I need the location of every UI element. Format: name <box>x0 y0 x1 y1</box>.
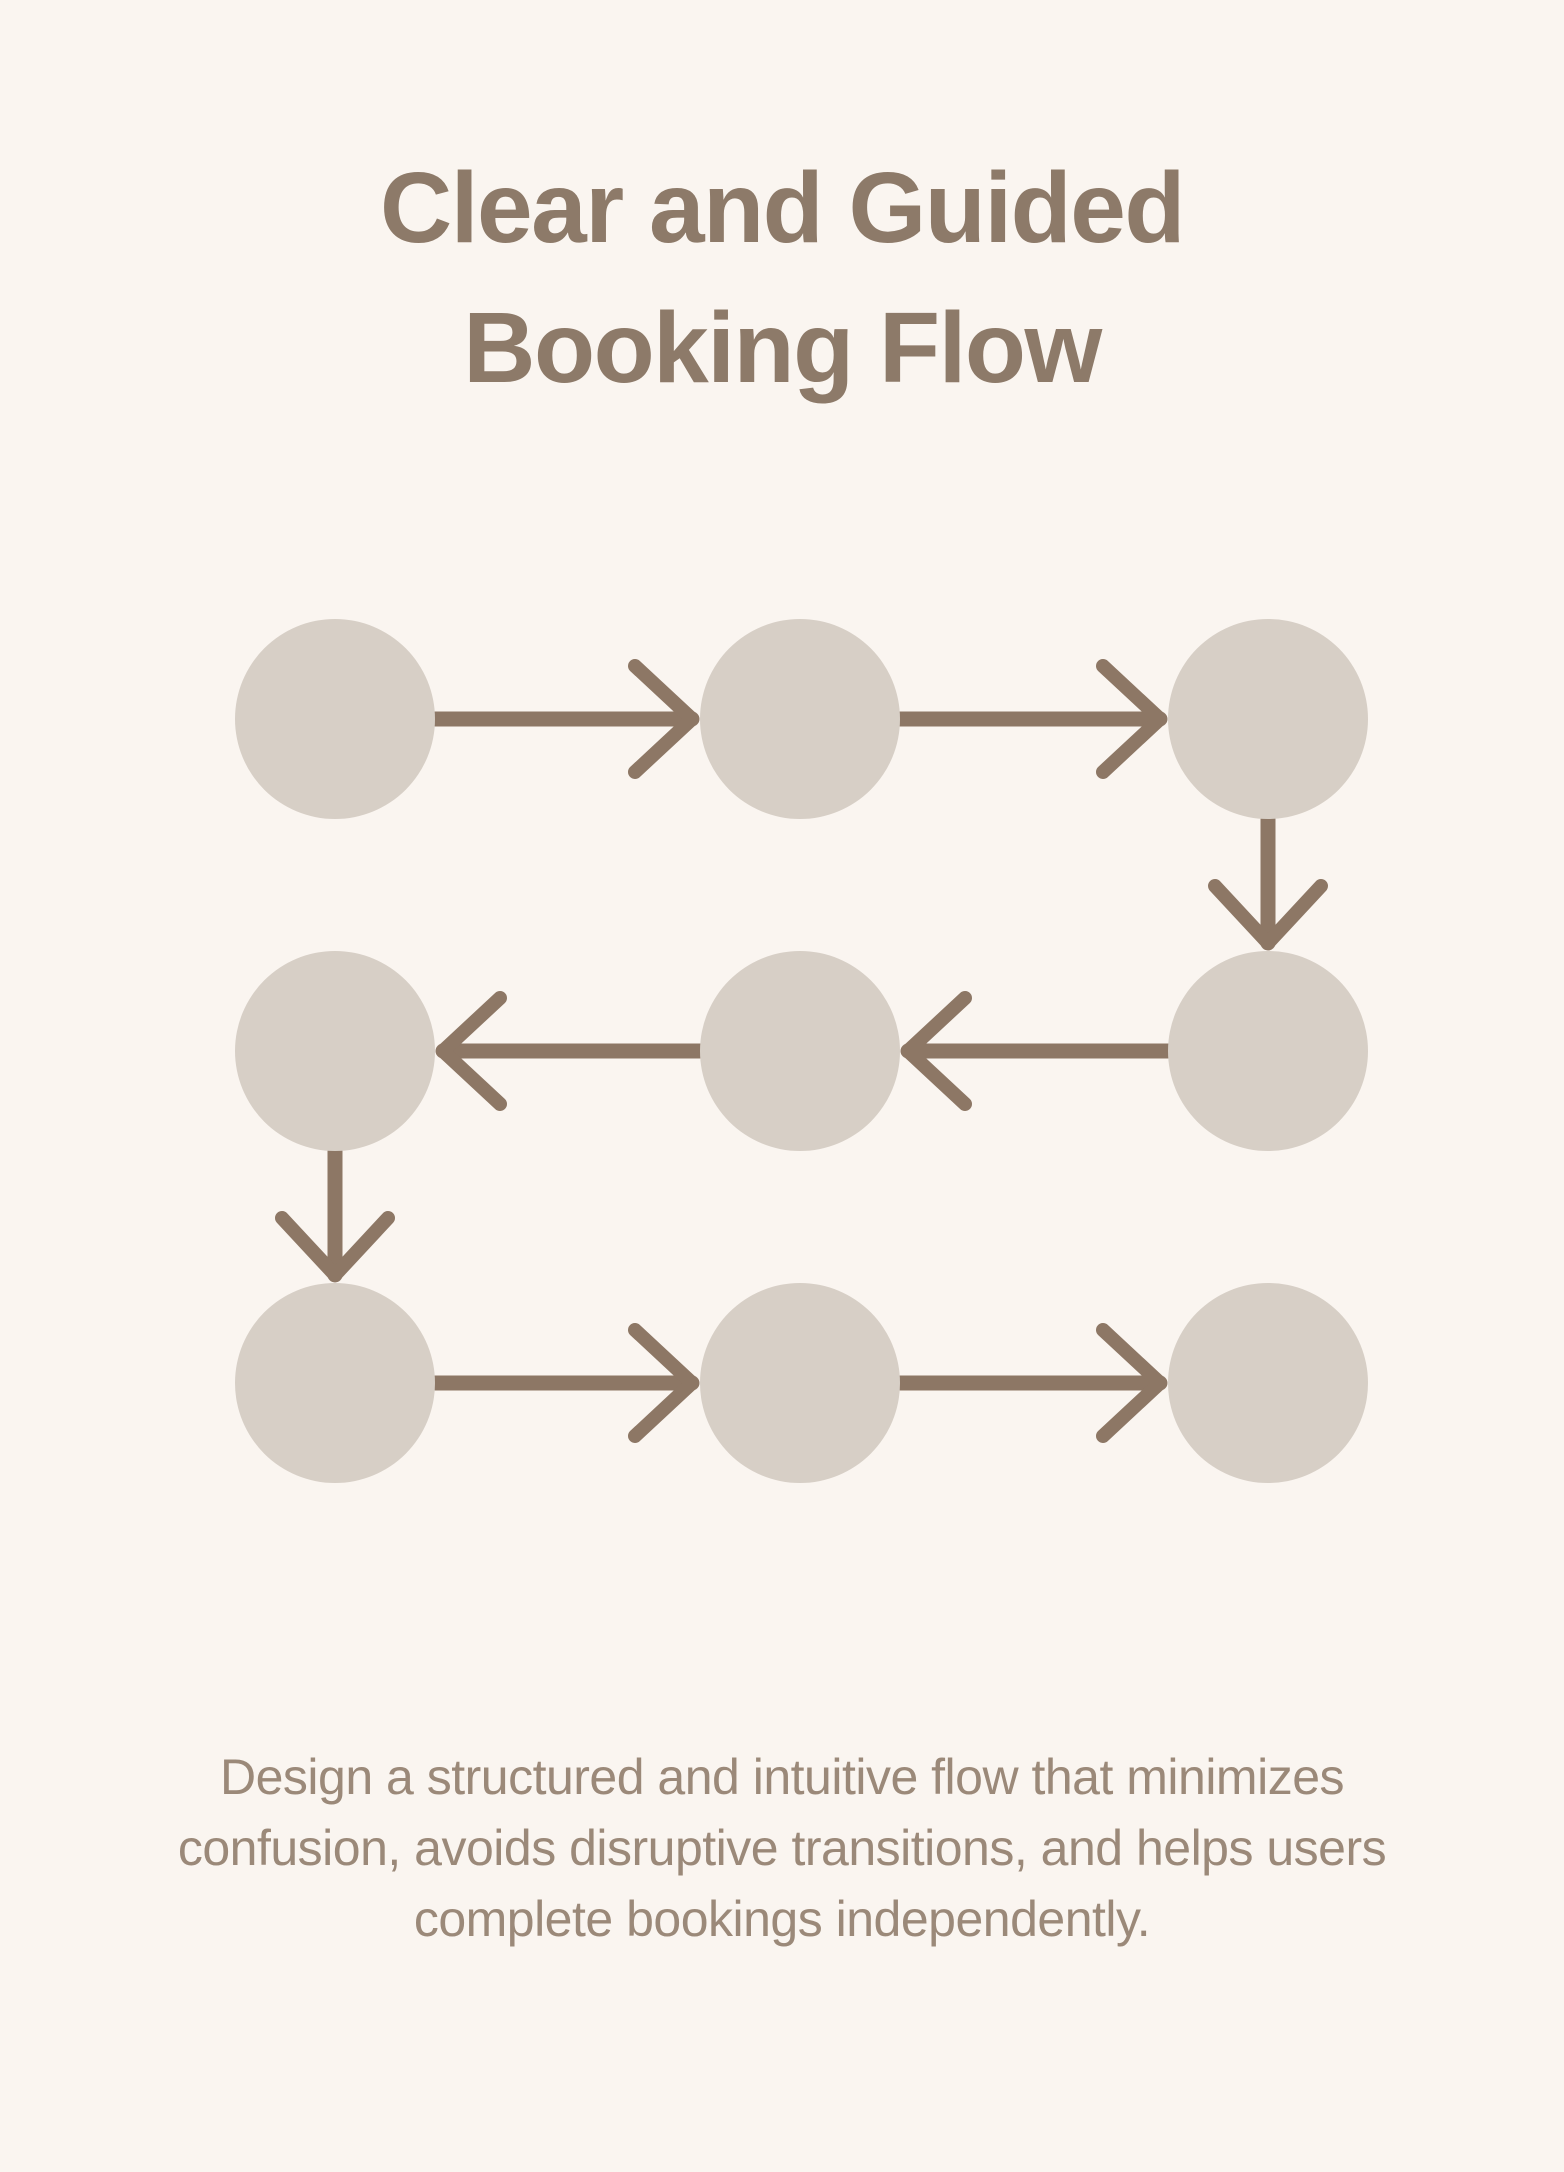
flow-node-step-3 <box>1168 619 1368 819</box>
flow-arrow-head <box>901 991 972 1111</box>
flow-arrow-head <box>628 1323 699 1443</box>
description: Design a structured and intuitive flow t… <box>0 1742 1564 1955</box>
flow-arrow-head <box>1208 879 1328 950</box>
flow-arrow-head <box>1096 1323 1167 1443</box>
description-line-2: confusion, avoids disruptive transitions… <box>177 1820 1387 1876</box>
flow-arrow-head <box>1096 659 1167 779</box>
flow-arrow-head <box>436 991 507 1111</box>
page-title: Clear and Guided Booking Flow <box>0 138 1564 418</box>
flow-node-step-9 <box>1168 1283 1368 1483</box>
flow-arrow-head <box>275 1211 395 1282</box>
flow-node-step-2 <box>700 619 900 819</box>
flow-node-step-1 <box>235 619 435 819</box>
flow-node-step-7 <box>235 1283 435 1483</box>
title-line-1: Clear and Guided <box>380 152 1185 264</box>
flow-node-step-4 <box>1168 951 1368 1151</box>
flow-node-step-5 <box>700 951 900 1151</box>
flow-node-step-6 <box>235 951 435 1151</box>
description-line-1: Design a structured and intuitive flow t… <box>219 1749 1345 1805</box>
description-line-3: complete bookings independently. <box>413 1891 1151 1947</box>
flow-node-step-8 <box>700 1283 900 1483</box>
title-line-2: Booking Flow <box>463 292 1102 404</box>
flow-arrow-head <box>628 659 699 779</box>
